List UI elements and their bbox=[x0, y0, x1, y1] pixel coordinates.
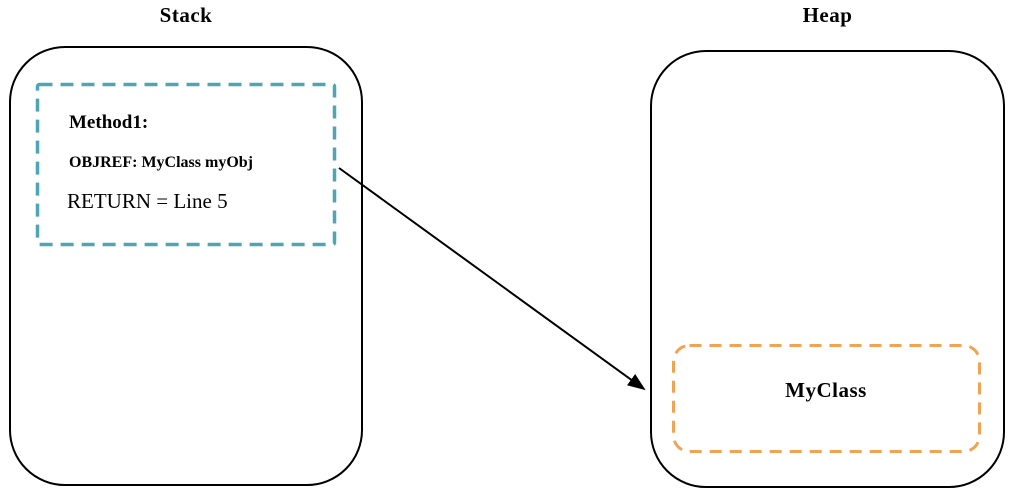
method-frame-label: Method1: bbox=[69, 112, 149, 133]
stack-region-title: Stack bbox=[159, 3, 213, 27]
return-address-label: RETURN = Line 5 bbox=[67, 189, 228, 213]
objref-label: OBJREF: MyClass myObj bbox=[69, 154, 253, 171]
stack-container bbox=[9, 46, 363, 486]
heap-region-title: Heap bbox=[802, 3, 853, 27]
objref-to-heap-arrow bbox=[338, 167, 646, 391]
heap-object-label: MyClass bbox=[785, 377, 867, 402]
heap-container bbox=[650, 50, 1005, 488]
